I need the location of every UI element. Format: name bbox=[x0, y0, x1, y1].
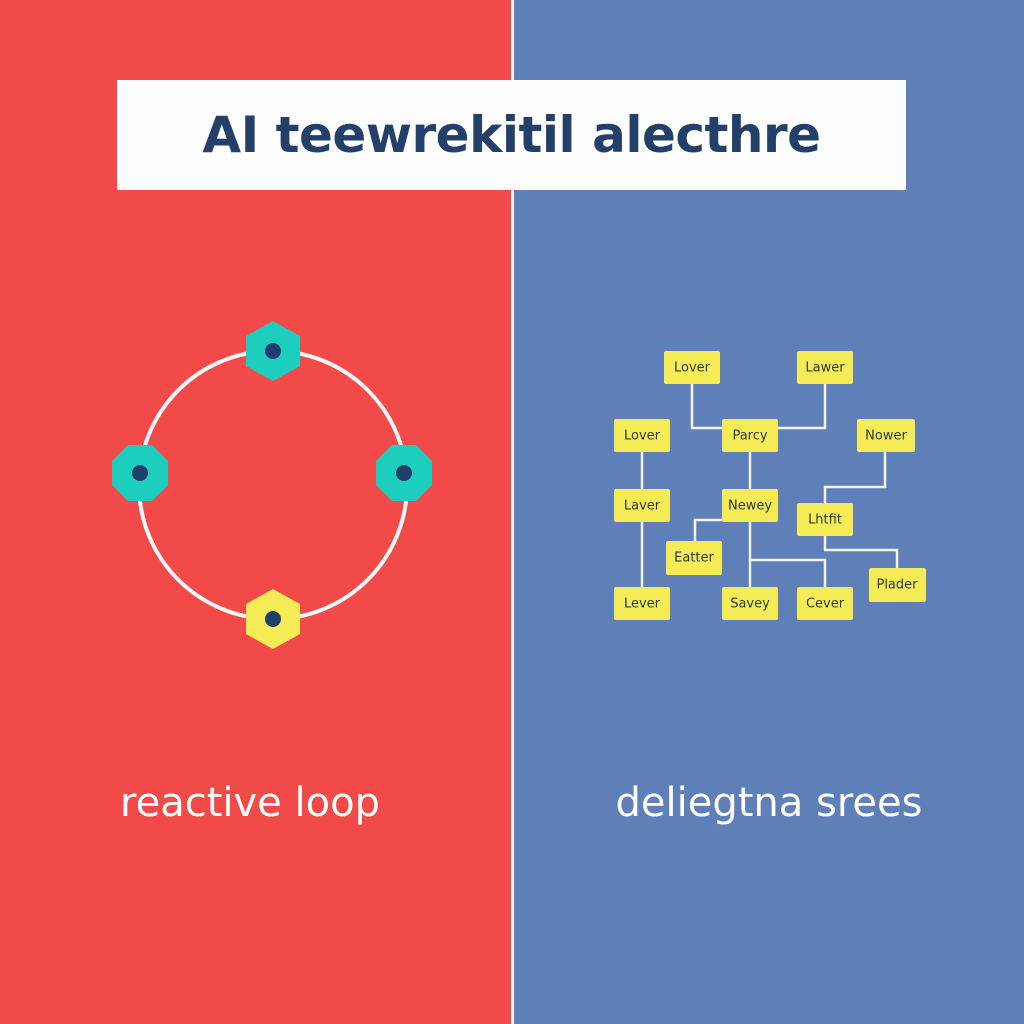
svg-text:Nower: Nower bbox=[865, 429, 907, 444]
loop-ring bbox=[137, 349, 409, 621]
tree-diagram: Lover Lawer Lover Parcy Nower Laver Newe… bbox=[614, 351, 926, 620]
svg-text:Lover: Lover bbox=[674, 361, 711, 376]
page-title: AI teewrekitil alecthre bbox=[202, 106, 821, 164]
delegation-trees-label: deliegtna srees bbox=[615, 780, 923, 826]
svg-text:Lhtfit: Lhtfit bbox=[808, 513, 842, 528]
svg-text:Lawer: Lawer bbox=[805, 361, 845, 376]
loop-node-bottom bbox=[246, 589, 300, 649]
loop-node-top bbox=[246, 321, 300, 381]
svg-text:Savey: Savey bbox=[730, 597, 770, 612]
tree-node: Lever bbox=[614, 587, 670, 620]
tree-node: Cever bbox=[797, 587, 853, 620]
tree-node: Savey bbox=[722, 587, 778, 620]
tree-node: Lover bbox=[614, 419, 670, 452]
tree-node: Lhtfit bbox=[797, 503, 853, 536]
tree-node: Newey bbox=[722, 489, 778, 522]
title-banner: AI teewrekitil alecthre bbox=[117, 80, 906, 190]
divider bbox=[511, 0, 514, 1024]
tree-node: Nower bbox=[857, 419, 915, 452]
loop-node-right bbox=[376, 445, 432, 501]
tree-node: Plader bbox=[869, 568, 926, 602]
reactive-loop-label: reactive loop bbox=[120, 780, 380, 826]
svg-text:Lever: Lever bbox=[624, 597, 661, 612]
tree-node: Parcy bbox=[722, 419, 778, 452]
tree-node: Lawer bbox=[797, 351, 853, 384]
svg-text:Cever: Cever bbox=[806, 597, 845, 612]
svg-text:Newey: Newey bbox=[728, 499, 772, 514]
tree-node: Laver bbox=[614, 489, 670, 522]
svg-text:Parcy: Parcy bbox=[732, 429, 767, 444]
svg-text:Eatter: Eatter bbox=[674, 551, 714, 566]
tree-node: Eatter bbox=[666, 541, 722, 575]
svg-text:Lover: Lover bbox=[624, 429, 661, 444]
svg-text:Laver: Laver bbox=[624, 499, 661, 514]
tree-node: Lover bbox=[664, 351, 720, 384]
loop-node-left bbox=[112, 445, 168, 501]
reactive-loop-diagram bbox=[112, 321, 432, 649]
svg-text:Plader: Plader bbox=[876, 578, 918, 593]
